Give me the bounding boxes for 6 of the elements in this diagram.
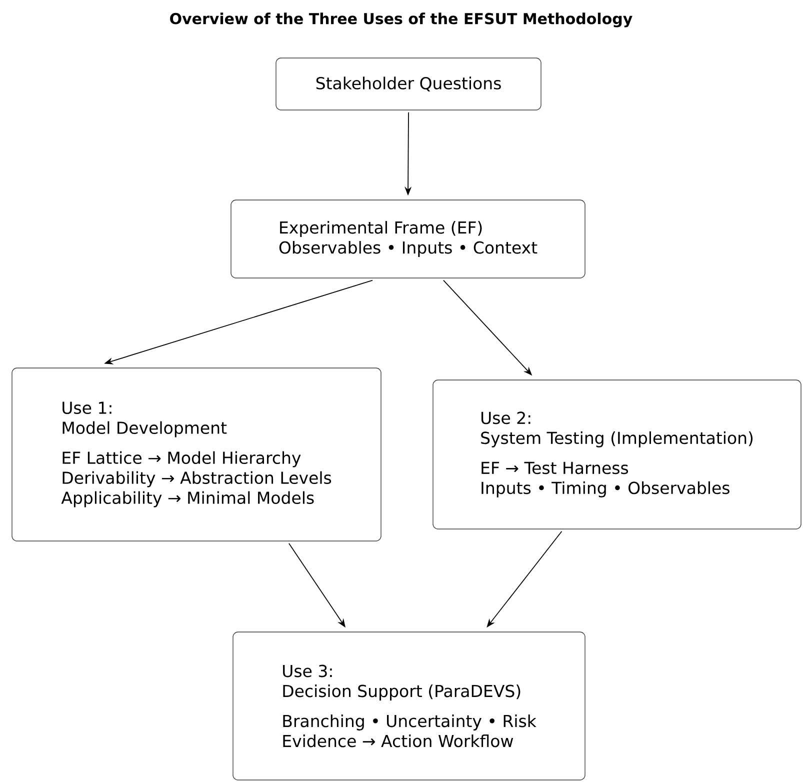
process-box: Use 3: Decision Support (ParaDEVS) Branching • Uncertainty • Risk Evidence → Action Workflow — [232, 632, 586, 780]
process-box: Use 2: System Testing (Implementation) EF → Test Harness Inputs • Timing • Observables — [432, 380, 802, 530]
process-box: Stakeholder Questions — [276, 58, 542, 110]
title: Overview of the Three Uses of the EFSUT Methodology — [170, 12, 632, 28]
process-box: Use 1: Model Development EF Lattice → Model Hierarchy Derivability → Abstraction Levels Applicability → Minimal Models — [12, 368, 382, 542]
process-box: Experimental Frame (EF) Observables • Inputs • Context — [230, 200, 586, 278]
